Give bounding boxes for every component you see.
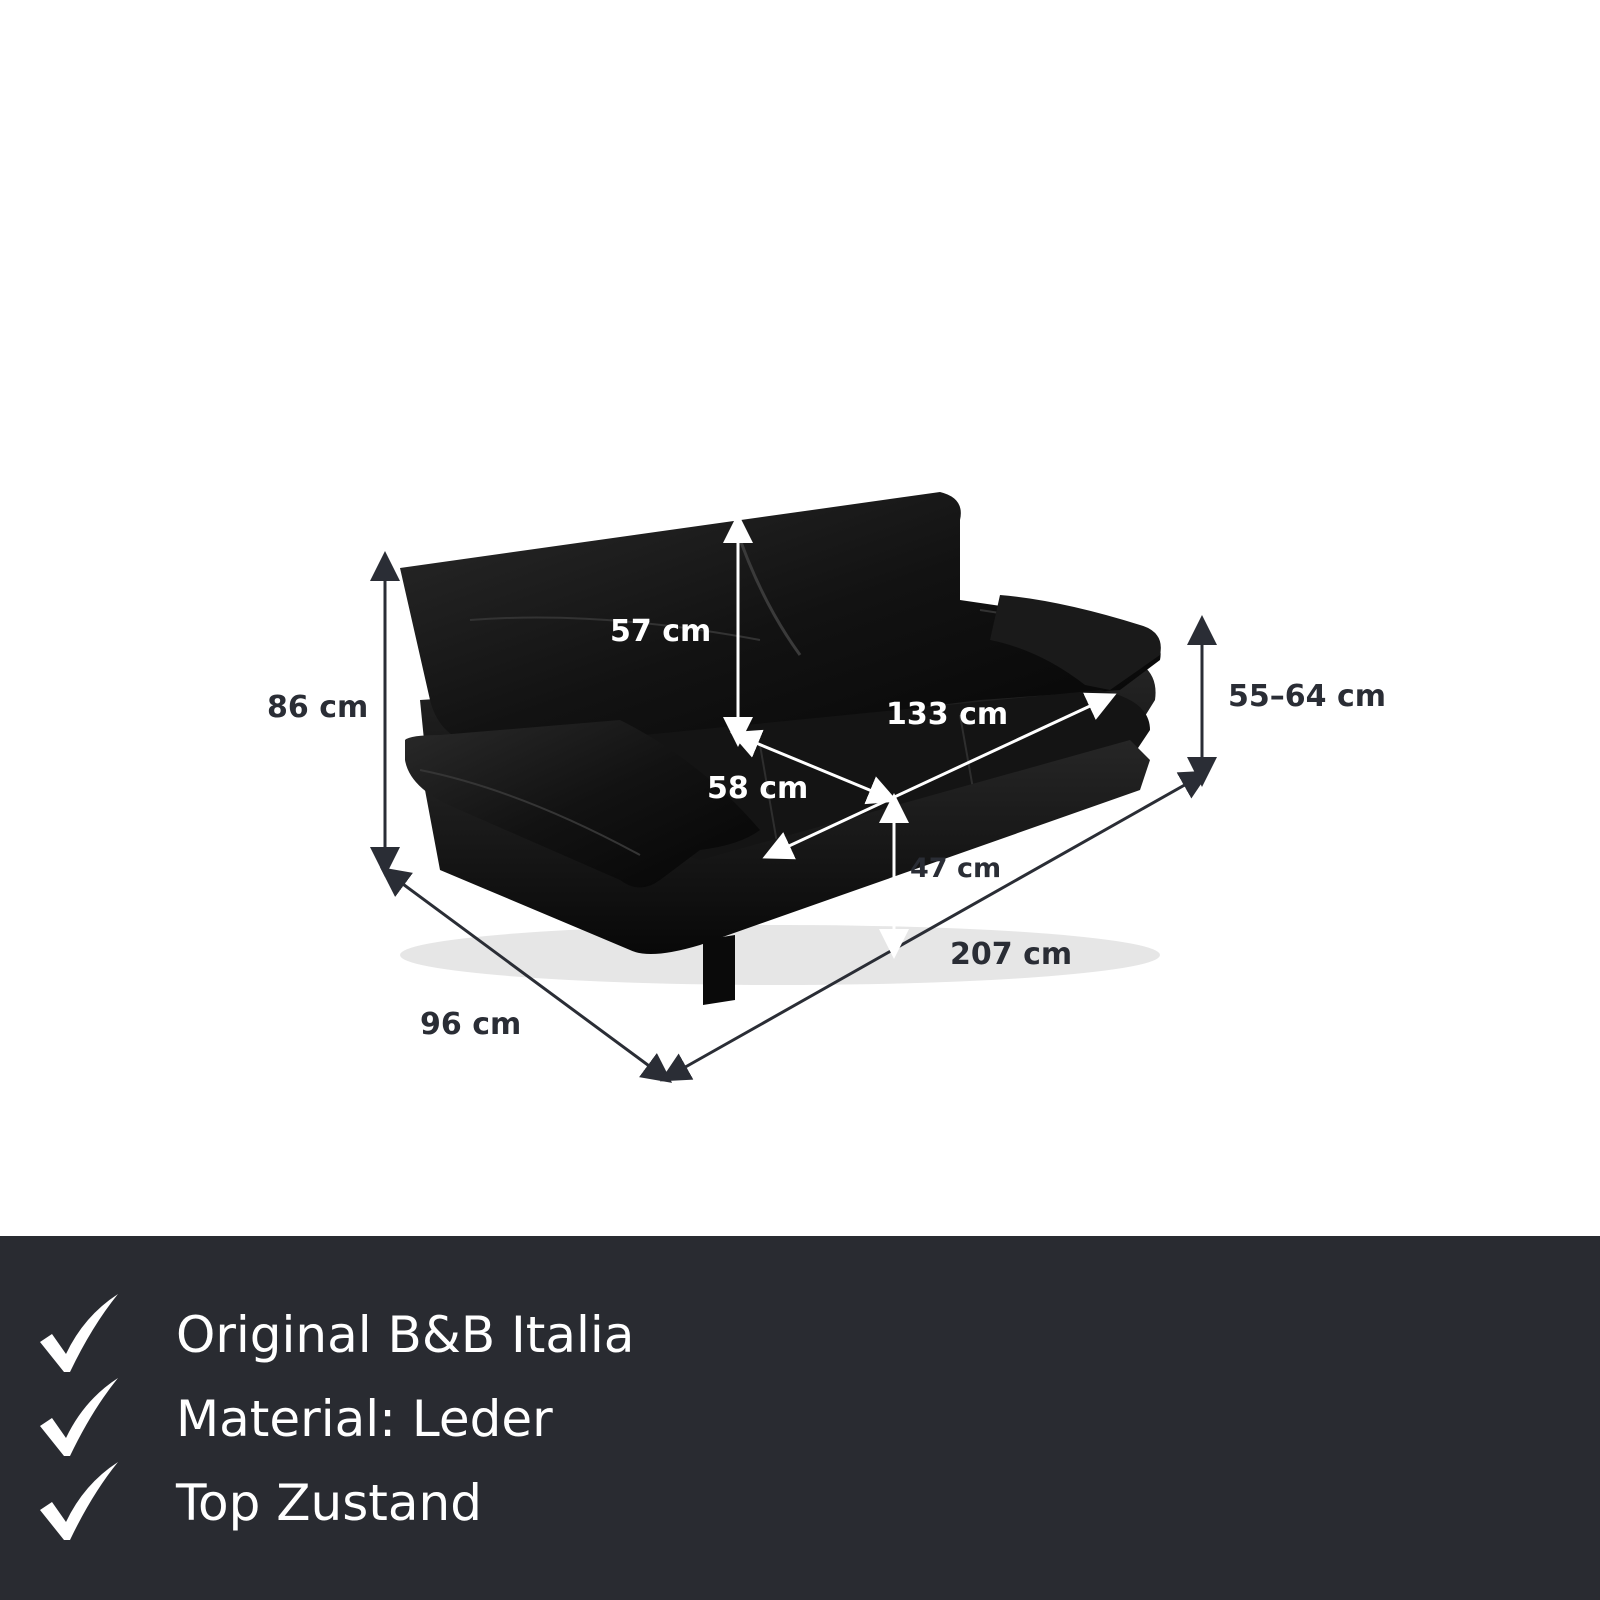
feature-label: Top Zustand bbox=[176, 1474, 482, 1532]
feature-item: Original B&B Italia bbox=[0, 1292, 1600, 1372]
dimension-total-depth: 96 cm bbox=[420, 1007, 522, 1042]
feature-label: Material: Leder bbox=[176, 1390, 553, 1448]
dimension-total-height: 86 cm bbox=[267, 690, 369, 725]
dimension-arrows-light bbox=[723, 513, 1117, 959]
feature-label: Original B&B Italia bbox=[176, 1306, 635, 1364]
check-icon bbox=[40, 1462, 118, 1540]
feature-item: Material: Leder bbox=[0, 1376, 1600, 1456]
check-icon bbox=[40, 1294, 118, 1372]
dimension-armrest-height: 55–64 cm bbox=[1228, 679, 1386, 714]
dimension-total-width: 207 cm bbox=[950, 937, 1073, 972]
dimension-backrest-height: 57 cm bbox=[610, 614, 712, 649]
sofa-illustration bbox=[370, 492, 1217, 1083]
check-icon bbox=[40, 1378, 118, 1456]
dimension-seat-height: 47 cm bbox=[910, 853, 1002, 884]
feature-item: Top Zustand bbox=[0, 1460, 1600, 1540]
dimension-seat-width: 133 cm bbox=[886, 697, 1009, 732]
sofa-right-armrest bbox=[990, 595, 1161, 690]
product-image: 57 cm 86 cm 133 cm 55–64 cm 58 cm 47 cm … bbox=[267, 492, 1386, 1083]
feature-panel: Original B&B Italia Material: Leder Top … bbox=[0, 1236, 1600, 1600]
dimension-seat-depth: 58 cm bbox=[707, 771, 809, 806]
